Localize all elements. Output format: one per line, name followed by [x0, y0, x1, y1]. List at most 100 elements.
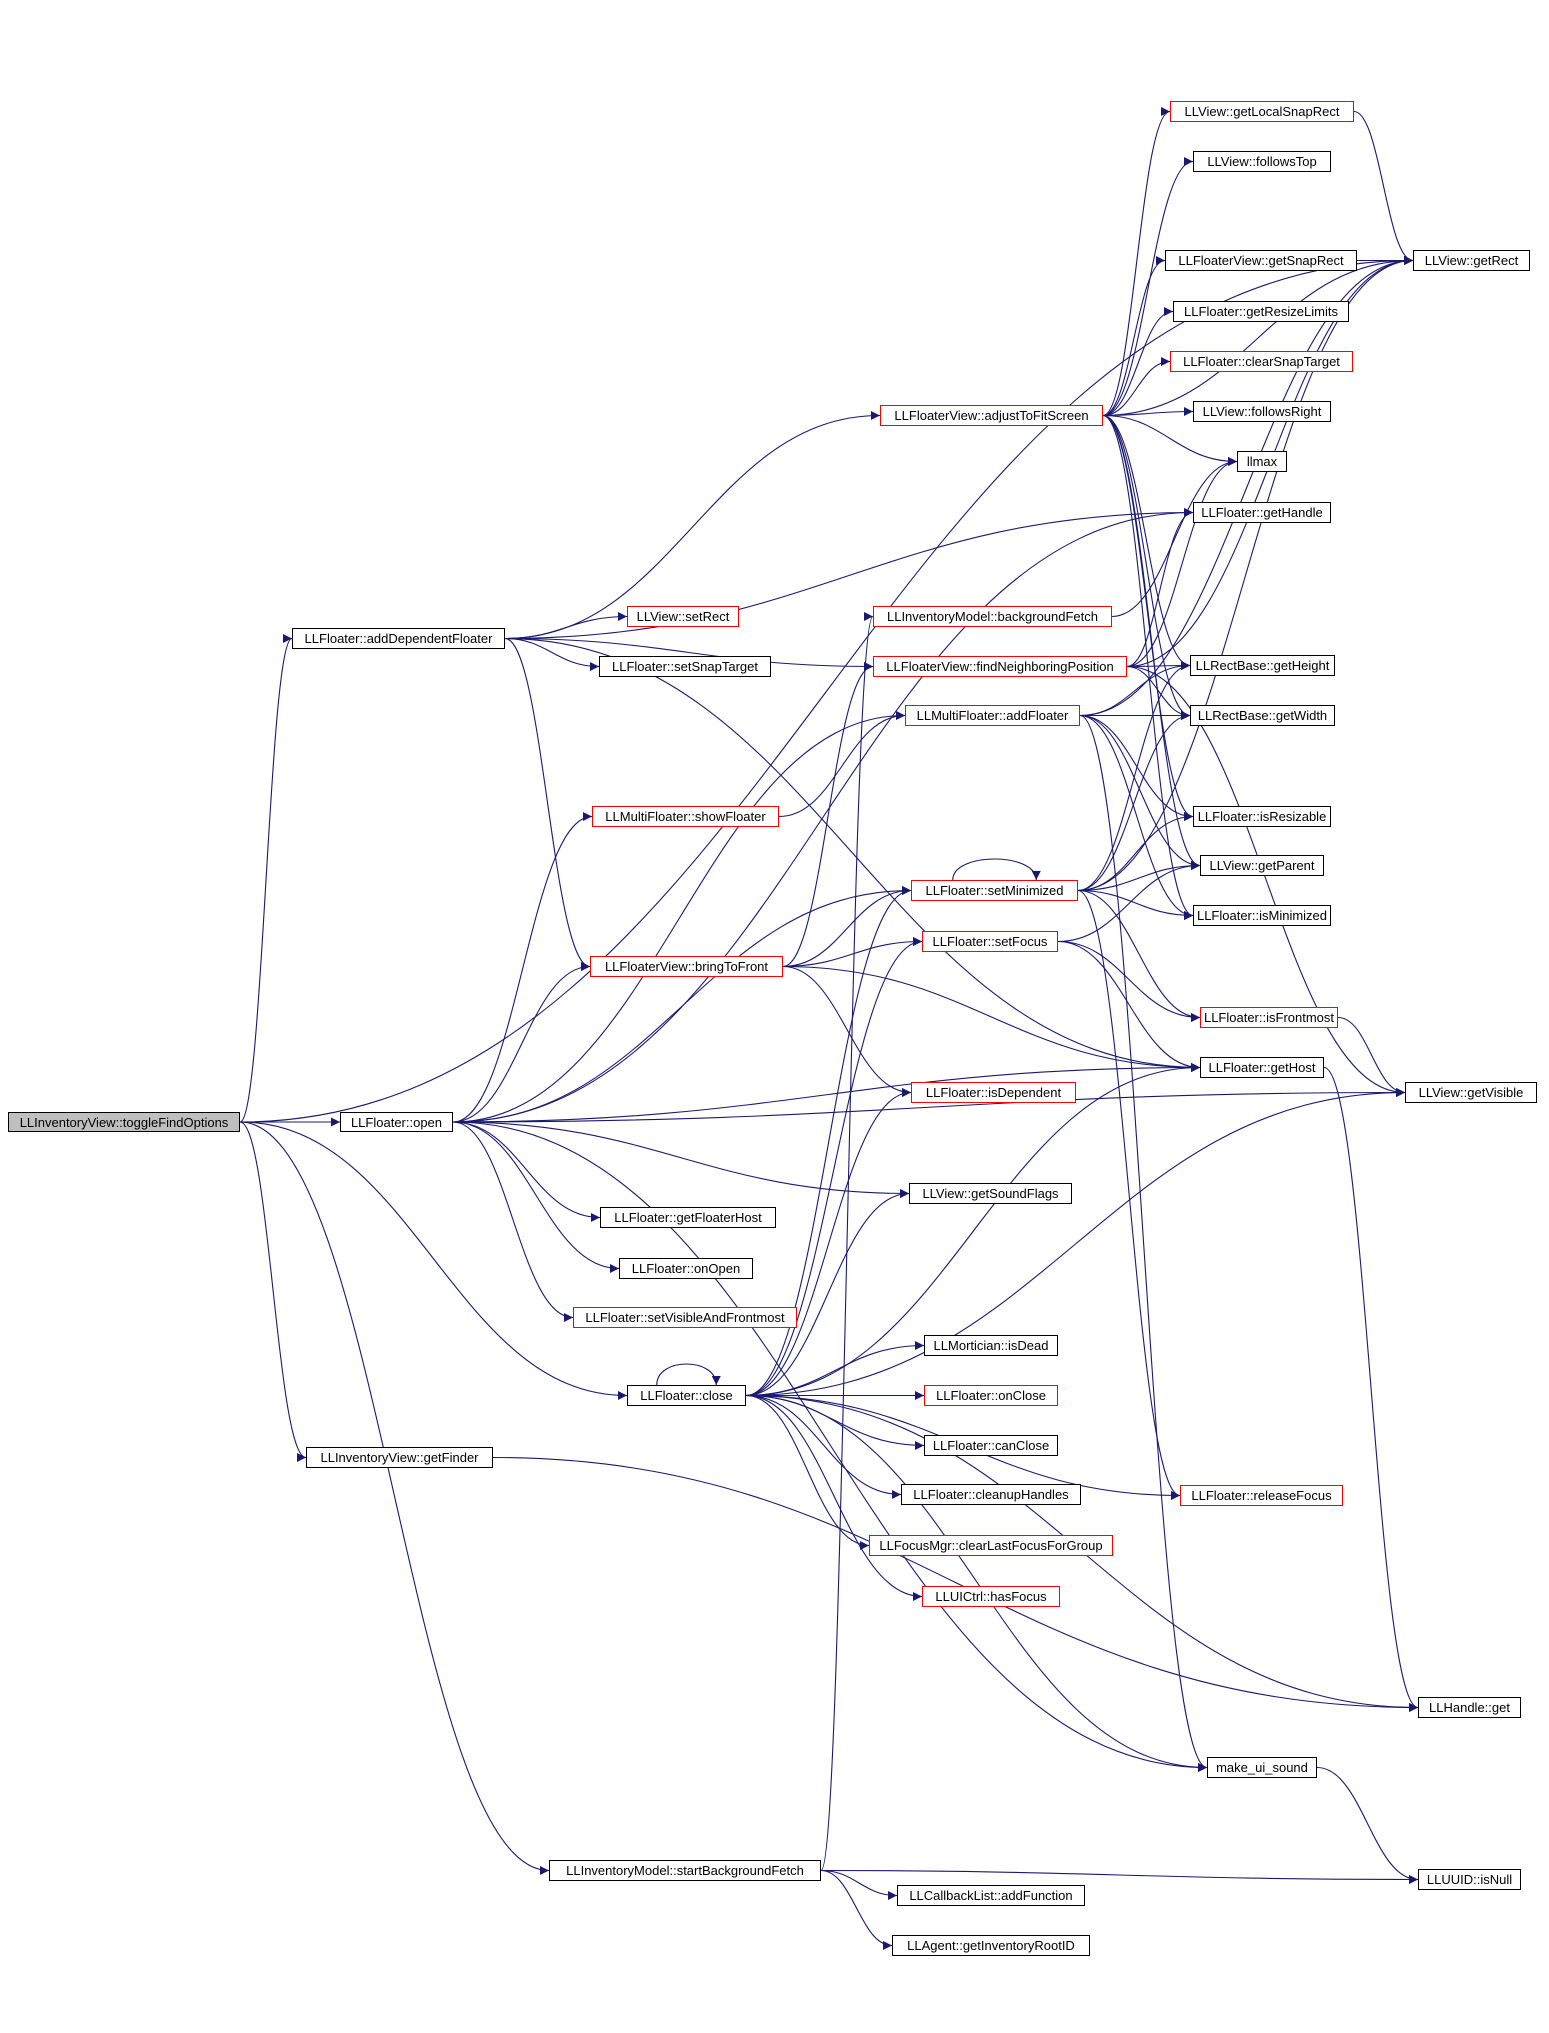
node-getLocalSnapRect[interactable]: LLView::getLocalSnapRect	[1170, 101, 1354, 122]
node-getParent[interactable]: LLView::getParent	[1200, 855, 1324, 876]
node-setVisibleAndFrontmost[interactable]: LLFloater::setVisibleAndFrontmost	[573, 1307, 797, 1328]
edge-close-to-isDependent	[745, 1088, 912, 1397]
edge-close-to-getSoundFlags	[745, 1189, 910, 1397]
node-close[interactable]: LLFloater::close	[627, 1385, 746, 1406]
edge-setMinimized-to-isResizable	[1077, 812, 1194, 892]
edge-open-to-onOpen	[452, 1121, 620, 1273]
edge-bringToFront-to-getHost	[782, 965, 1201, 1072]
node-clearSnapTarget[interactable]: LLFloater::clearSnapTarget	[1170, 351, 1353, 372]
node-onOpen[interactable]: LLFloater::onOpen	[619, 1258, 753, 1279]
edge-bringToFront-to-findNeighboringPosition	[782, 662, 874, 968]
edge-addFloater-to-make_ui_sound	[1079, 714, 1208, 1772]
edge-close-to-setMinimized	[745, 886, 912, 1397]
node-getInventoryRootID[interactable]: LLAgent::getInventoryRootID	[892, 1935, 1090, 1956]
edge-showFloater-to-addFloater	[778, 711, 906, 818]
edge-findNeighboringPosition-to-getVisible	[1126, 665, 1406, 1097]
node-isMinimized[interactable]: LLFloater::isMinimized	[1193, 905, 1331, 926]
edge-setMinimized-to-isFrontmost	[1077, 889, 1201, 1022]
edge-addDependentFloater-to-bringToFront	[504, 637, 591, 971]
node-getFinder[interactable]: LLInventoryView::getFinder	[306, 1447, 493, 1468]
node-getVisible[interactable]: LLView::getVisible	[1405, 1082, 1537, 1103]
edge-root-to-startBackgroundFetch	[239, 1121, 550, 1875]
edge-setFocus-to-getParent	[1057, 861, 1201, 943]
node-addDependentFloater[interactable]: LLFloater::addDependentFloater	[292, 628, 505, 649]
node-onClose[interactable]: LLFloater::onClose	[924, 1385, 1058, 1406]
node-backgroundFetch[interactable]: LLInventoryModel::backgroundFetch	[873, 606, 1112, 627]
edge-adjustToFitScreen-to-isMinimized	[1102, 414, 1194, 920]
edge-addFloater-to-isResizable	[1079, 714, 1194, 821]
edge-getFinder-to-LLHandle_get	[492, 1456, 1419, 1712]
node-clearLastFocusForGroup[interactable]: LLFocusMgr::clearLastFocusForGroup	[869, 1535, 1113, 1556]
edge-addDependentFloater-to-getHandle	[504, 508, 1194, 640]
edge-open-to-make_ui_sound	[452, 1121, 1208, 1772]
node-bringToFront[interactable]: LLFloaterView::bringToFront	[590, 956, 783, 977]
node-getRect[interactable]: LLView::getRect	[1413, 250, 1530, 271]
edge-findNeighboringPosition-to-llmax	[1126, 457, 1238, 668]
node-make_ui_sound[interactable]: make_ui_sound	[1207, 1757, 1317, 1778]
edge-startBackgroundFetch-to-backgroundFetch	[820, 612, 874, 1872]
edge-open-to-setVisibleAndFrontmost	[452, 1121, 574, 1322]
edge-open-to-showFloater	[452, 812, 593, 1123]
node-adjustToFitScreen[interactable]: LLFloaterView::adjustToFitScreen	[880, 405, 1103, 426]
node-findNeighboringPosition[interactable]: LLFloaterView::findNeighboringPosition	[873, 656, 1127, 677]
edge-open-to-bringToFront	[452, 962, 591, 1123]
edge-open-to-getHandle	[452, 508, 1194, 1123]
edge-setMinimized-to-releaseFocus	[1077, 889, 1181, 1500]
edge-setMinimized-to-getRect	[1077, 256, 1414, 892]
edge-open-to-addFloater	[452, 711, 906, 1123]
edge-backgroundFetch-to-llmax	[1111, 457, 1238, 618]
edge-startBackgroundFetch-to-getInventoryRootID	[820, 1869, 893, 1950]
edge-addFloater-to-isMinimized	[1079, 714, 1194, 920]
edge-addDependentFloater-to-setSnapTarget	[504, 637, 600, 671]
node-open[interactable]: LLFloater::open	[340, 1112, 453, 1132]
node-getSoundFlags[interactable]: LLView::getSoundFlags	[909, 1183, 1072, 1204]
node-LLHandle_get[interactable]: LLHandle::get	[1418, 1697, 1521, 1718]
edge-close-to-hasFocus	[745, 1394, 923, 1601]
node-startBackgroundFetch[interactable]: LLInventoryModel::startBackgroundFetch	[549, 1860, 821, 1881]
edge-adjustToFitScreen-to-getLocalSnapRect	[1102, 107, 1171, 417]
node-setRect[interactable]: LLView::setRect	[627, 606, 739, 627]
node-llmax[interactable]: llmax	[1237, 451, 1287, 472]
node-getResizeLimits[interactable]: LLFloater::getResizeLimits	[1173, 301, 1349, 322]
node-followsRight[interactable]: LLView::followsRight	[1193, 401, 1331, 422]
node-getFloaterHost[interactable]: LLFloater::getFloaterHost	[600, 1207, 776, 1228]
edge-startBackgroundFetch-to-addFunction	[820, 1869, 898, 1900]
node-isDead[interactable]: LLMortician::isDead	[924, 1335, 1058, 1356]
edge-getHost-to-LLHandle_get	[1323, 1066, 1419, 1712]
node-getSnapRect[interactable]: LLFloaterView::getSnapRect	[1165, 250, 1357, 271]
node-showFloater[interactable]: LLMultiFloater::showFloater	[592, 806, 779, 827]
edge-addFloater-to-getParent	[1079, 714, 1201, 870]
edge-close-to-clearLastFocusForGroup	[745, 1394, 870, 1550]
node-addFloater[interactable]: LLMultiFloater::addFloater	[905, 705, 1080, 726]
edge-setMinimized-to-getParent	[1077, 861, 1201, 892]
node-setSnapTarget[interactable]: LLFloater::setSnapTarget	[599, 656, 771, 677]
edge-isFrontmost-to-getVisible	[1337, 1016, 1406, 1097]
node-addFunction[interactable]: LLCallbackList::addFunction	[897, 1885, 1085, 1906]
edge-open-to-getSoundFlags	[452, 1121, 910, 1198]
edge-bringToFront-to-setMinimized	[782, 886, 912, 968]
edge-root-to-close	[239, 1121, 628, 1400]
node-root: LLInventoryView::toggleFindOptions	[8, 1112, 240, 1132]
node-canClose[interactable]: LLFloater::canClose	[924, 1435, 1058, 1456]
edge-startBackgroundFetch-to-isNull	[820, 1869, 1419, 1884]
node-isNull[interactable]: LLUUID::isNull	[1418, 1869, 1521, 1890]
node-setMinimized[interactable]: LLFloater::setMinimized	[911, 880, 1078, 901]
node-getHandle[interactable]: LLFloater::getHandle	[1193, 502, 1331, 523]
node-hasFocus[interactable]: LLUICtrl::hasFocus	[922, 1586, 1060, 1607]
node-isResizable[interactable]: LLFloater::isResizable	[1193, 806, 1331, 827]
edge-setFocus-to-isFrontmost	[1057, 940, 1201, 1022]
node-followsTop[interactable]: LLView::followsTop	[1193, 151, 1331, 172]
node-getWidth[interactable]: LLRectBase::getWidth	[1190, 705, 1335, 726]
node-setFocus[interactable]: LLFloater::setFocus	[922, 931, 1058, 952]
edge-close-to-getHost	[745, 1063, 1201, 1397]
edge-getLocalSnapRect-to-getRect	[1353, 110, 1414, 265]
edge-close-to-close	[656, 1363, 721, 1386]
node-isDependent[interactable]: LLFloater::isDependent	[911, 1082, 1076, 1103]
node-getHost[interactable]: LLFloater::getHost	[1200, 1057, 1324, 1078]
node-releaseFocus[interactable]: LLFloater::releaseFocus	[1180, 1485, 1343, 1506]
node-getHeight[interactable]: LLRectBase::getHeight	[1190, 655, 1335, 676]
edge-root-to-getRect	[239, 256, 1414, 1123]
node-cleanupHandles[interactable]: LLFloater::cleanupHandles	[901, 1484, 1081, 1505]
node-isFrontmost[interactable]: LLFloater::isFrontmost	[1200, 1007, 1338, 1028]
